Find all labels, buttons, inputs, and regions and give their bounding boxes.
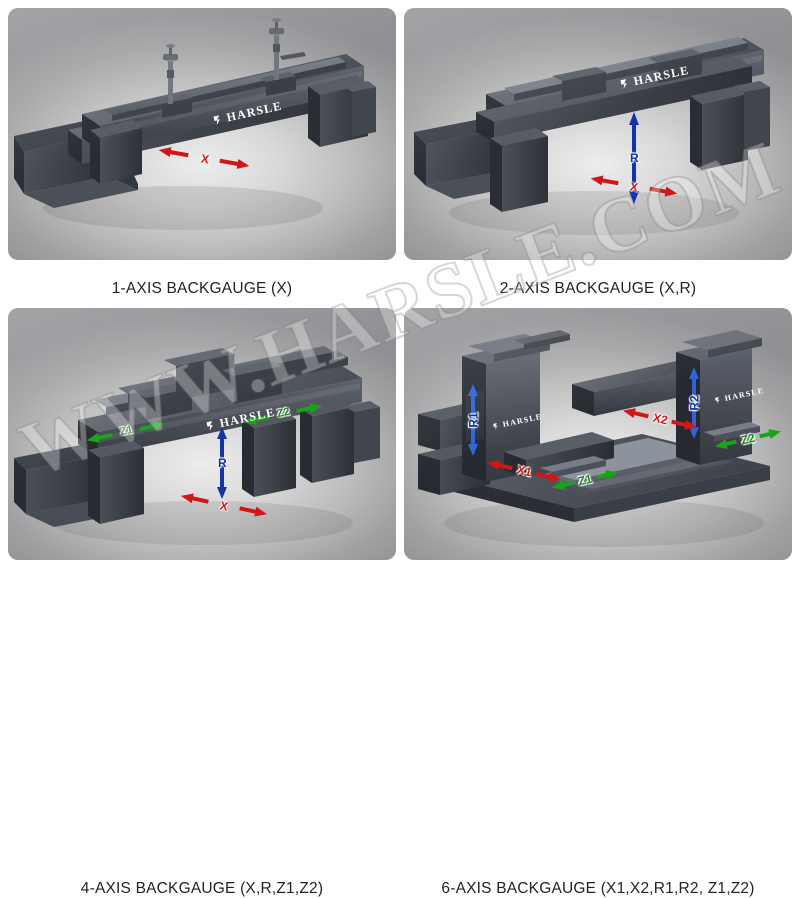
axis-arrow-r [629, 112, 639, 204]
panel-6-image: HARSLE HARSLE R1 R2 X1 X2 Z1 Z2 [404, 308, 792, 560]
panel-4-image: HARSLE Z1 Z2 R X [8, 308, 396, 560]
panel-1-caption: 1-AXIS BACKGAUGE (X) [111, 280, 293, 297]
axis-arrow-x [180, 493, 268, 517]
axis-arrow-z1 [551, 470, 619, 490]
axis-arrow-r [217, 427, 227, 499]
panel-4-caption: 4-AXIS BACKGAUGE (X,R,Z1,Z2) [80, 880, 324, 897]
panel-grid: HARSLE X 1-AXIS BACKGAUGE (X) [8, 8, 792, 897]
panel-2-axis[interactable]: HARSLE R X 2-AXIS BACKGAUGE (X,R) [404, 8, 792, 297]
axis-arrow-z2 [714, 429, 782, 449]
axis-arrow-x1 [486, 460, 562, 482]
axis-arrow-x [590, 175, 678, 197]
panel-2-image: HARSLE R X [404, 8, 792, 260]
machine-3d-3 [14, 346, 380, 545]
machine-illustration-1: HARSLE X [8, 8, 396, 260]
machine-3d-2 [414, 37, 770, 235]
machine-illustration-4: HARSLE HARSLE R1 R2 X1 X2 Z1 Z2 [404, 308, 792, 560]
machine-3d-4 [418, 330, 782, 547]
axis-arrow-z1 [86, 421, 166, 443]
axis-arrow-z2 [243, 403, 323, 425]
panel-6-axis[interactable]: HARSLE HARSLE R1 R2 X1 X2 Z1 Z2 [404, 308, 792, 897]
panel-6-caption: 6-AXIS BACKGAUGE (X1,X2,R1,R2, Z1,Z2) [441, 880, 755, 897]
machine-illustration-2: HARSLE R X [404, 8, 792, 260]
backgauge-configuration-sheet: HARSLE X 1-AXIS BACKGAUGE (X) [7, 8, 792, 897]
machine-illustration-3: HARSLE Z1 Z2 R X [8, 308, 396, 560]
machine-3d-1 [14, 18, 376, 230]
axis-arrow-r2 [689, 367, 699, 439]
panel-1-axis[interactable]: HARSLE X 1-AXIS BACKGAUGE (X) [8, 8, 396, 297]
panel-2-caption: 2-AXIS BACKGAUGE (X,R) [499, 280, 697, 297]
axis-arrow-r1 [468, 384, 478, 456]
panel-4-axis[interactable]: HARSLE Z1 Z2 R X 4-AXIS BACKGAUGE (X,R,Z… [8, 308, 396, 897]
axis-arrow-x [158, 147, 250, 169]
panel-1-image: HARSLE X [8, 8, 396, 260]
axis-arrow-x2 [622, 408, 698, 430]
